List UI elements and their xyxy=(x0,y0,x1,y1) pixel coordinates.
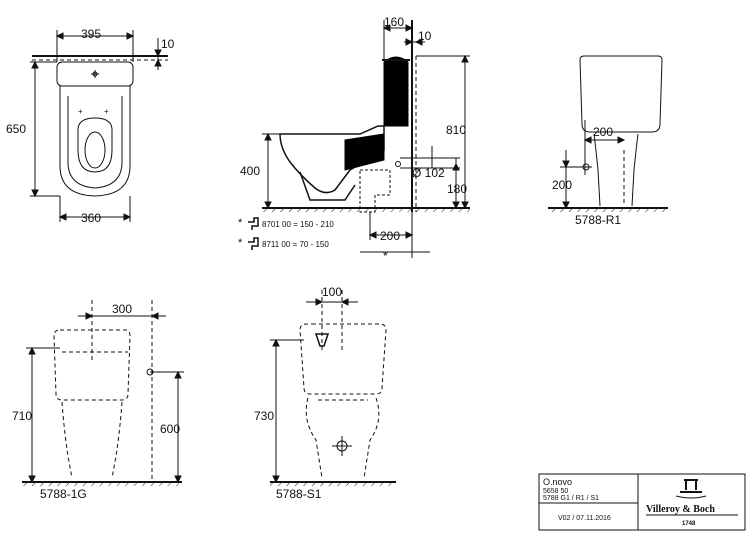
r1-dim-200-vertical: 200 xyxy=(552,178,572,192)
dim-diameter-102: Ø 102 xyxy=(412,166,445,180)
s1-dim-730: 730 xyxy=(254,409,274,423)
brand-logo-text: Villeroy & Boch xyxy=(646,504,715,515)
r1-label: 5788-R1 xyxy=(575,213,621,227)
brand-year: 1748 xyxy=(682,521,696,527)
title-block xyxy=(538,473,746,531)
variant-1g-dims xyxy=(22,300,184,486)
svg-text:+: + xyxy=(78,107,83,116)
variant-r1 xyxy=(548,55,668,212)
title-code-1: 5658 50 xyxy=(543,488,568,495)
title-product: O.novo xyxy=(543,477,572,487)
note-mark-1: * xyxy=(238,217,243,229)
top-view: + + xyxy=(30,30,168,222)
dim-650: 650 xyxy=(6,122,26,136)
asterisk-mark: * xyxy=(383,249,388,263)
note-text-1: 8701 00 = 150 - 210 xyxy=(262,220,334,229)
r1-dim-200-horizontal: 200 xyxy=(593,125,613,139)
dim-180: 180 xyxy=(447,182,467,196)
dim-395: 395 xyxy=(81,27,101,41)
dim-160: 160 xyxy=(384,15,404,29)
note-text-2: 8711 00 = 70 - 150 xyxy=(262,240,329,249)
title-code-2: 5788 G1 / R1 / S1 xyxy=(543,495,599,502)
dim-400: 400 xyxy=(240,164,260,178)
1g-dim-300: 300 xyxy=(112,302,132,316)
variant-1g xyxy=(53,329,131,479)
dim-200-outlet: 200 xyxy=(380,229,400,243)
title-version: V02 / 07.11.2016 xyxy=(558,515,611,522)
side-view xyxy=(248,20,470,258)
1g-dim-710: 710 xyxy=(12,409,32,423)
s1-label: 5788-S1 xyxy=(276,487,322,501)
note-mark-2: * xyxy=(238,237,243,249)
1g-dim-600: 600 xyxy=(160,422,180,436)
s1-dim-100: 100 xyxy=(322,285,342,299)
dim-10-top: 10 xyxy=(161,37,175,51)
brand-emblem xyxy=(675,479,707,499)
dim-360: 360 xyxy=(81,211,101,225)
dim-810: 810 xyxy=(446,123,466,137)
variant-s1 xyxy=(299,323,387,479)
svg-text:+: + xyxy=(104,107,109,116)
dim-10-wall: 10 xyxy=(418,29,432,43)
variant-s1-dims xyxy=(270,290,396,486)
1g-label: 5788-1G xyxy=(40,487,87,501)
